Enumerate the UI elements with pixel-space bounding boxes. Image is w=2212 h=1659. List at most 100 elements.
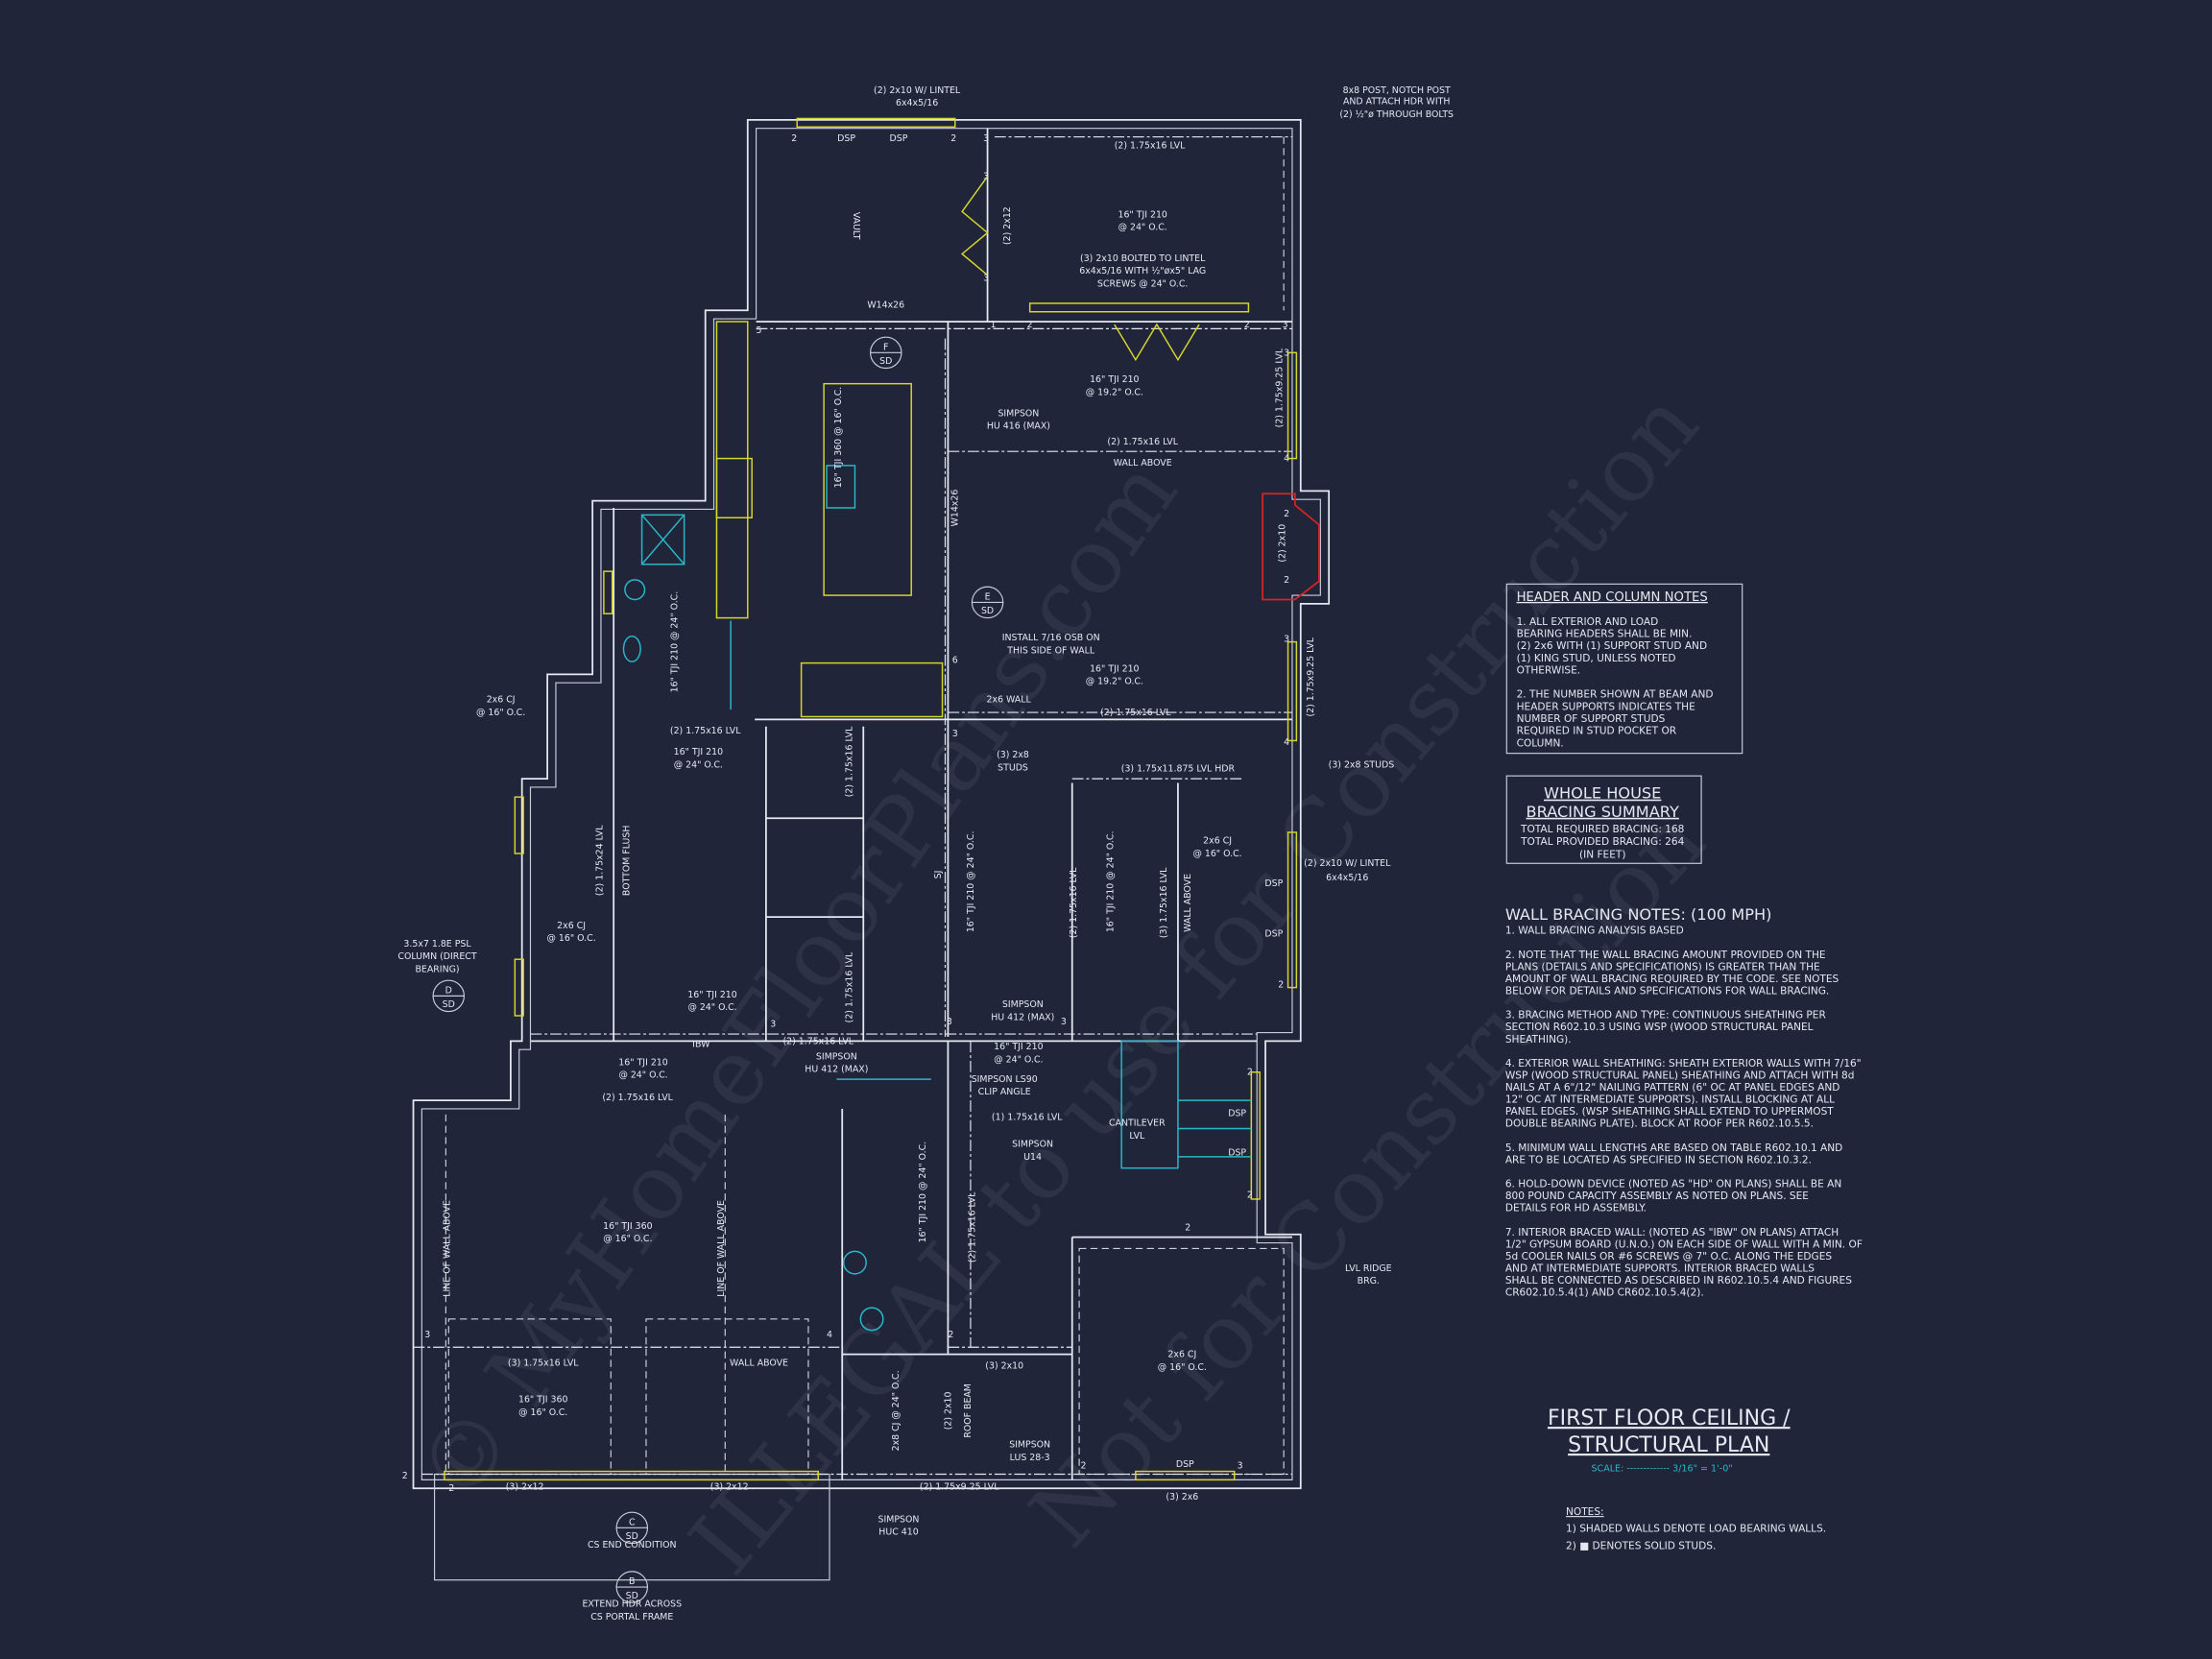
plan-label: WALL ABOVE — [1114, 458, 1172, 469]
header-column-notes-title: HEADER AND COLUMN NOTES — [1517, 590, 1708, 605]
plan-label: EXTEND HDR ACROSS — [582, 1599, 682, 1610]
plan-label: HU 412 (MAX) — [805, 1065, 868, 1075]
bracing-unit: (IN FEET) — [1579, 849, 1626, 860]
section-marker-c[interactable]: CSD — [615, 1511, 649, 1545]
stairs — [1120, 1040, 1252, 1169]
section-letter: D — [445, 985, 452, 996]
plan-label: 2x6 CJ — [1203, 836, 1232, 847]
plan-label: (3) 2x8 — [997, 750, 1029, 760]
note-line: NUMBER OF SUPPORT STUDS — [1517, 713, 1666, 725]
section-sheet: SD — [626, 1591, 638, 1601]
support-stud-count: 2 — [1185, 1222, 1190, 1233]
plan-label: DSP — [837, 133, 855, 144]
plan-label: (3) 1.75x16 LVL — [1159, 867, 1169, 938]
plan-label: @ 16" O.C. — [476, 708, 525, 718]
plan-label: @ 16" O.C. — [518, 1407, 567, 1418]
plan-label: (2) 1.75x9.25 LVL — [1306, 637, 1316, 716]
plan-label: DSP — [1264, 929, 1283, 940]
plan-label: (1) 1.75x16 LVL — [992, 1113, 1063, 1123]
support-stud-count: 4 — [1284, 453, 1289, 464]
support-stud-count: 3 — [952, 729, 958, 739]
plan-label: (2) 1.75x9.25 LVL — [920, 1482, 999, 1493]
note-line: 2. THE NUMBER SHOWN AT BEAM AND — [1517, 689, 1714, 701]
plan-label: (2) 1.75x16 LVL — [845, 726, 855, 797]
plan-label: (2) 1.75x24 LVL — [594, 825, 605, 896]
bracing-summary-title: BRACING SUMMARY — [1527, 803, 1679, 821]
note-line: DETAILS FOR HD ASSEMBLY. — [1505, 1203, 1647, 1214]
note-line: (1) KING STUD, UNLESS NOTED — [1517, 653, 1676, 664]
note-line: BELOW FOR DETAILS AND SPECIFICATIONS FOR… — [1505, 986, 1829, 998]
plan-label: (3) 2x10 — [985, 1360, 1023, 1371]
plan-label: @ 16" O.C. — [603, 1234, 652, 1244]
plan-label: @ 19.2" O.C. — [1086, 677, 1143, 687]
section-letter: F — [883, 342, 888, 352]
wall-bracing-notes-title: WALL BRACING NOTES: (100 MPH) — [1505, 905, 1772, 924]
plan-label: CLIP ANGLE — [978, 1087, 1031, 1097]
section-sheet: SD — [443, 999, 455, 1010]
section-marker-e[interactable]: ESD — [971, 586, 1004, 619]
total-provided-bracing: TOTAL PROVIDED BRACING: 264 — [1520, 836, 1684, 848]
support-stud-count: 3 — [1061, 1017, 1067, 1027]
plan-label: (2) 2x10 W/ LINTEL — [1304, 858, 1391, 869]
note-line: 5d COOLER NAILS OR #6 SCREWS @ 7" O.C. A… — [1505, 1251, 1833, 1262]
support-stud-count: 3 — [1284, 348, 1289, 358]
note-line: 800 POUND CAPACITY ASSEMBLY AS NOTED ON … — [1505, 1190, 1809, 1202]
exterior-wall-outline — [412, 119, 1331, 1490]
plan-label: 16" TJI 360 @ 16" O.C. — [833, 387, 844, 489]
wall-bracing-notes: WALL BRACING NOTES: (100 MPH) 1. WALL BR… — [1505, 905, 1863, 1299]
note-item: 2) ■ DENOTES SOLID STUDS. — [1566, 1540, 1716, 1551]
fixtures — [622, 465, 1320, 1332]
note-line: 1. WALL BRACING ANALYSIS BASED — [1505, 926, 1684, 937]
plan-label: SJ — [933, 871, 944, 879]
beams — [413, 135, 1292, 1476]
plan-label: (3) 2x12 — [710, 1482, 749, 1493]
plan-label: (2) 1.75x16 LVL — [670, 726, 741, 736]
plan-label: @ 24" O.C. — [994, 1054, 1043, 1065]
plan-label: SCREWS @ 24" O.C. — [1097, 278, 1188, 289]
support-stud-count: 3 — [983, 133, 989, 144]
plan-label: 16" TJI 210 — [687, 990, 736, 1000]
plan-label: INSTALL 7/16 OSB ON — [1002, 633, 1100, 643]
plan-label: @ 16" O.C. — [1158, 1362, 1207, 1373]
support-stud-count: 2 — [0, 0, 3, 3]
plan-label: 2x6 WALL — [987, 695, 1032, 706]
plan-label: (3) 1.75x16 LVL — [508, 1358, 579, 1368]
note-line: 7. INTERIOR BRACED WALL: (NOTED AS "IBW"… — [1505, 1227, 1839, 1238]
plan-label: ROOF BEAM — [963, 1383, 974, 1438]
plan-label: 16" TJI 210 — [1090, 663, 1139, 674]
section-marker-b[interactable]: B SD — [615, 1571, 649, 1603]
plan-label: 2x6 CJ — [557, 921, 586, 931]
support-stud-count: 3 — [1284, 635, 1289, 645]
support-stud-count: 2 — [1284, 575, 1289, 586]
plan-label: W14x26 — [867, 300, 904, 310]
plan-label: HU 416 (MAX) — [987, 421, 1050, 432]
support-stud-count: 3 — [1283, 320, 1288, 330]
note-item: 1) SHADED WALLS DENOTE LOAD BEARING WALL… — [1566, 1524, 1826, 1535]
drawing-title: STRUCTURAL PLAN — [1568, 1433, 1769, 1457]
section-marker-f[interactable]: FSD — [870, 336, 902, 370]
support-stud-count: 2 — [448, 1483, 454, 1494]
plan-label: 16" TJI 210 @ 24" O.C. — [918, 1142, 928, 1243]
plan-label: (2) 1.75x16 LVL — [782, 1036, 854, 1046]
plan-label: (2) 1.75x16 LVL — [1100, 708, 1171, 718]
plan-label: @ 24" O.C. — [618, 1070, 667, 1081]
plan-label: LINE OF WALL ABOVE — [443, 1200, 453, 1297]
plan-label: (2) 1.75x16 LVL — [967, 1191, 977, 1262]
plan-label: VAULT — [851, 212, 861, 240]
plan-label: SIMPSON — [998, 408, 1039, 419]
plan-label: DSP — [1264, 878, 1283, 889]
support-stud-count: 3 — [770, 1020, 776, 1030]
plan-label: 16" TJI 360 — [518, 1395, 567, 1406]
plan-label: 16" TJI 210 @ 24" O.C. — [669, 591, 680, 693]
note-line: CR602.10.5.4(1) AND CR602.10.5.4(2). — [1505, 1287, 1704, 1299]
section-letter: B — [629, 1576, 635, 1587]
plan-label: DSP — [1176, 1459, 1194, 1470]
plan-label: (2) 1.75x16 LVL — [1115, 140, 1186, 151]
note-line: 3. BRACING METHOD AND TYPE: CONTINUOUS S… — [1505, 1010, 1827, 1022]
plan-label: STUDS — [998, 762, 1028, 773]
support-stud-count: 2 — [1247, 1190, 1253, 1201]
section-sheet: SD — [626, 1531, 638, 1542]
section-marker-d[interactable]: D SD — [432, 979, 466, 1013]
interior-walls — [433, 128, 1292, 1581]
note-line: COLUMN. — [1517, 737, 1564, 749]
